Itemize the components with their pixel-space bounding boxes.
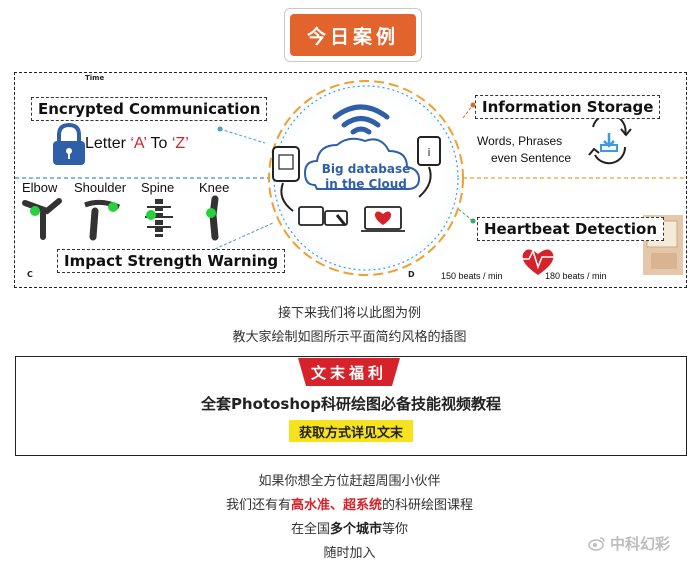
letter-range-text: Letter ‘A’ To ‘Z’ (85, 135, 189, 153)
footer-line2-post: 的科研绘图课程 (382, 498, 474, 513)
letter-prefix: Letter (85, 135, 131, 152)
heartbeat-heart-icon (521, 249, 555, 275)
knee-image (197, 195, 239, 241)
words-line2: even Sentence (491, 151, 572, 165)
link-curve-right (418, 166, 432, 198)
impact-strength-label: Impact Strength Warning (57, 249, 286, 273)
figure-graphics (15, 102, 686, 250)
panel-c-label: C (27, 270, 33, 279)
footer-line3-bold1: 多个 (329, 522, 356, 537)
footer-line1: 如果你想全方位赶超周围小伙伴 (258, 474, 441, 489)
joint-spine-label: Spine (141, 180, 175, 195)
case-badge-frame: 今日案例 (284, 8, 422, 62)
footer-line3-post: 等你 (382, 522, 409, 537)
panel-d-label: D (408, 270, 415, 279)
storage-connector (462, 104, 474, 119)
watermark-text: 中科幻彩 (610, 535, 671, 553)
lock-connector (219, 128, 266, 144)
joint-elbow-label: Elbow (22, 180, 58, 195)
weibo-icon (588, 537, 605, 551)
shoulder-image (79, 197, 123, 241)
storage-connector-dot (470, 102, 476, 108)
footer-line3-pre: 在全国 (290, 522, 330, 537)
device-heart-icon (374, 211, 392, 225)
footer-line3-bold2: 城市 (356, 522, 383, 537)
joint-shoulder-label: Shoulder (74, 180, 127, 195)
footer-line2: 我们还有有高水准、超系统的科研绘图课程 (0, 494, 699, 513)
wifi-icon (332, 104, 390, 135)
hub-ring-blue (273, 85, 459, 271)
tablet-icon: i (417, 136, 441, 166)
footer-line2-pre: 我们还有有 (225, 498, 291, 513)
letter-a: ‘A’ (130, 135, 147, 152)
illustration-figure: i (14, 72, 687, 288)
beats-180-text: 180 beats / min (545, 271, 607, 281)
caption-line2: 教大家绘制如图所示平面简约风格的插图 (232, 330, 467, 345)
time-label: Time (85, 74, 105, 82)
letter-to: To (146, 135, 172, 152)
footer-line3: 在全国多个城市等你 (0, 518, 699, 537)
letter-z: ‘Z’ (171, 135, 189, 152)
cloud-icon (303, 137, 421, 190)
heartbeat-detection-label: Heartbeat Detection (477, 217, 664, 241)
lock-connector-dot (217, 126, 223, 132)
encrypted-communication-label: Encrypted Communication (31, 97, 268, 121)
cloud-line2: in the Cloud (325, 177, 407, 191)
link-curve-left (280, 182, 294, 212)
footer-line4: 随时加入 (323, 546, 376, 561)
promo-tab-label: 文末福利 (310, 363, 387, 382)
joint-knee-label: Knee (199, 180, 230, 195)
cloud-line1: Big database (321, 162, 411, 176)
words-line1: Words, Phrases (477, 134, 563, 148)
caption-line1: 接下来我们将以此图为例 (277, 306, 421, 321)
elbow-image (21, 197, 63, 240)
spine-image (139, 197, 181, 239)
impact-connector (214, 222, 274, 250)
download-refresh-icon (588, 113, 632, 165)
heartbeat-connector-dot (470, 218, 476, 224)
beats-150-text: 150 beats / min (441, 271, 503, 281)
footer-line2-red: 高水准、超系统 (290, 498, 382, 513)
promo-tab-shape (298, 358, 400, 386)
svg-text:i: i (427, 146, 430, 159)
information-storage-label: Information Storage (475, 95, 661, 119)
lock-icon (53, 122, 85, 165)
case-badge: 今日案例 (290, 14, 416, 56)
hub-ring-orange (268, 80, 464, 276)
promo-highlight: 获取方式详见文末 (289, 420, 413, 442)
phone-icon (272, 146, 300, 182)
promo-title: 全套Photoshop科研绘图必备技能视频教程 (200, 395, 502, 413)
